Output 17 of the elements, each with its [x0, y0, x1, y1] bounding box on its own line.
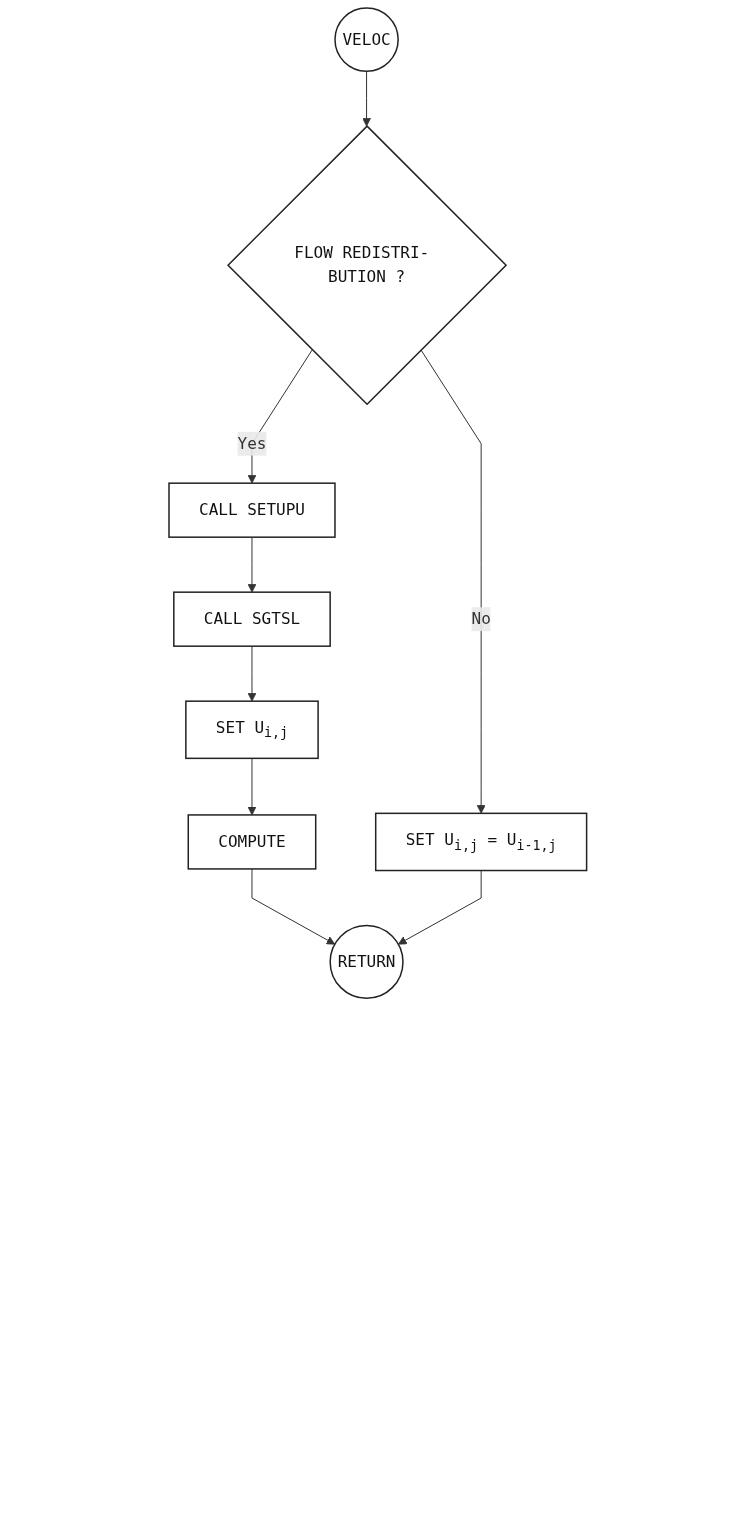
- arrow: [247, 536, 257, 593]
- arrow: [361, 70, 371, 127]
- arrow: [247, 757, 257, 816]
- node-box: COMPUTE: [187, 814, 317, 870]
- edge-label: Yes: [237, 433, 267, 453]
- node-box: SET U$_{i,j}$: [184, 700, 319, 760]
- node-circle: VELOC: [333, 7, 399, 72]
- arrow: [420, 349, 486, 814]
- edge-label: No: [471, 609, 491, 629]
- node-box: CALL SETUPU: [167, 482, 336, 538]
- arrow: [247, 645, 257, 702]
- node-circle: RETURN: [329, 924, 404, 1000]
- node-box: SET U$_{i,j}$ = U$_{i-1,j}$: [374, 812, 588, 872]
- node-diamond: FLOW REDISTRI- BUTION ?: [226, 125, 507, 406]
- arrow: [251, 868, 335, 945]
- arrow: [397, 870, 482, 945]
- node-box: CALL SGTSL: [172, 591, 331, 647]
